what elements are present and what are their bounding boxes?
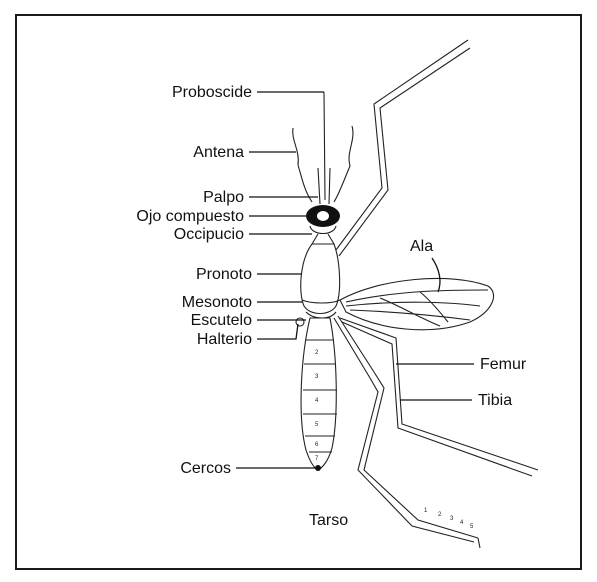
label-antena: Antena bbox=[193, 144, 244, 161]
hind-leg-inner bbox=[338, 316, 478, 538]
abdomen bbox=[301, 318, 336, 470]
left-antenna bbox=[293, 128, 312, 202]
label-pronoto: Pronoto bbox=[196, 266, 252, 283]
segment-number: 5 bbox=[315, 422, 319, 428]
label-proboscide: Proboscide bbox=[172, 84, 252, 101]
tarsal-number: 4 bbox=[460, 520, 464, 526]
haltere bbox=[296, 318, 304, 326]
label-palpo: Palpo bbox=[203, 189, 244, 206]
cerci bbox=[315, 465, 321, 471]
palps bbox=[318, 168, 330, 204]
insect-body: 2 3 4 5 6 7 bbox=[293, 92, 353, 471]
leader-ala bbox=[432, 258, 440, 292]
segment-number: 3 bbox=[315, 374, 319, 380]
scutellum bbox=[306, 312, 336, 318]
label-femur: Femur bbox=[480, 356, 527, 373]
front-leg-outer bbox=[336, 40, 468, 250]
segment-number: 2 bbox=[315, 350, 319, 356]
label-tarso: Tarso bbox=[309, 512, 348, 529]
hind-leg-tip bbox=[478, 538, 480, 548]
tarsal-number: 1 bbox=[424, 508, 428, 514]
label-halterio: Halterio bbox=[197, 331, 252, 348]
label-escutelo: Escutelo bbox=[191, 312, 252, 329]
tarsal-number: 2 bbox=[438, 512, 442, 518]
segment-number: 7 bbox=[315, 456, 319, 462]
label-ala: Ala bbox=[410, 238, 433, 255]
mesonotum-line bbox=[302, 300, 340, 303]
right-antenna bbox=[334, 126, 353, 202]
front-leg-inner bbox=[339, 48, 470, 256]
segment-number: 4 bbox=[315, 398, 319, 404]
eye-highlight bbox=[317, 211, 329, 221]
label-occipucio: Occipucio bbox=[174, 226, 244, 243]
segment-number: 6 bbox=[315, 442, 319, 448]
leader-lines bbox=[236, 92, 474, 468]
neck bbox=[312, 234, 334, 244]
tarsal-number: 5 bbox=[470, 524, 474, 530]
occiput bbox=[310, 226, 336, 234]
abdomen-segments bbox=[303, 340, 337, 452]
label-tibia: Tibia bbox=[478, 392, 512, 409]
leader-halterio bbox=[257, 324, 298, 339]
label-cercos: Cercos bbox=[180, 460, 231, 477]
label-mesonoto: Mesonoto bbox=[182, 294, 252, 311]
proboscis bbox=[324, 92, 325, 200]
tarsal-number: 3 bbox=[450, 516, 454, 522]
label-ojo-compuesto: Ojo compuesto bbox=[136, 208, 244, 225]
labels: Proboscide Antena Palpo Ojo compuesto Oc… bbox=[136, 84, 527, 529]
